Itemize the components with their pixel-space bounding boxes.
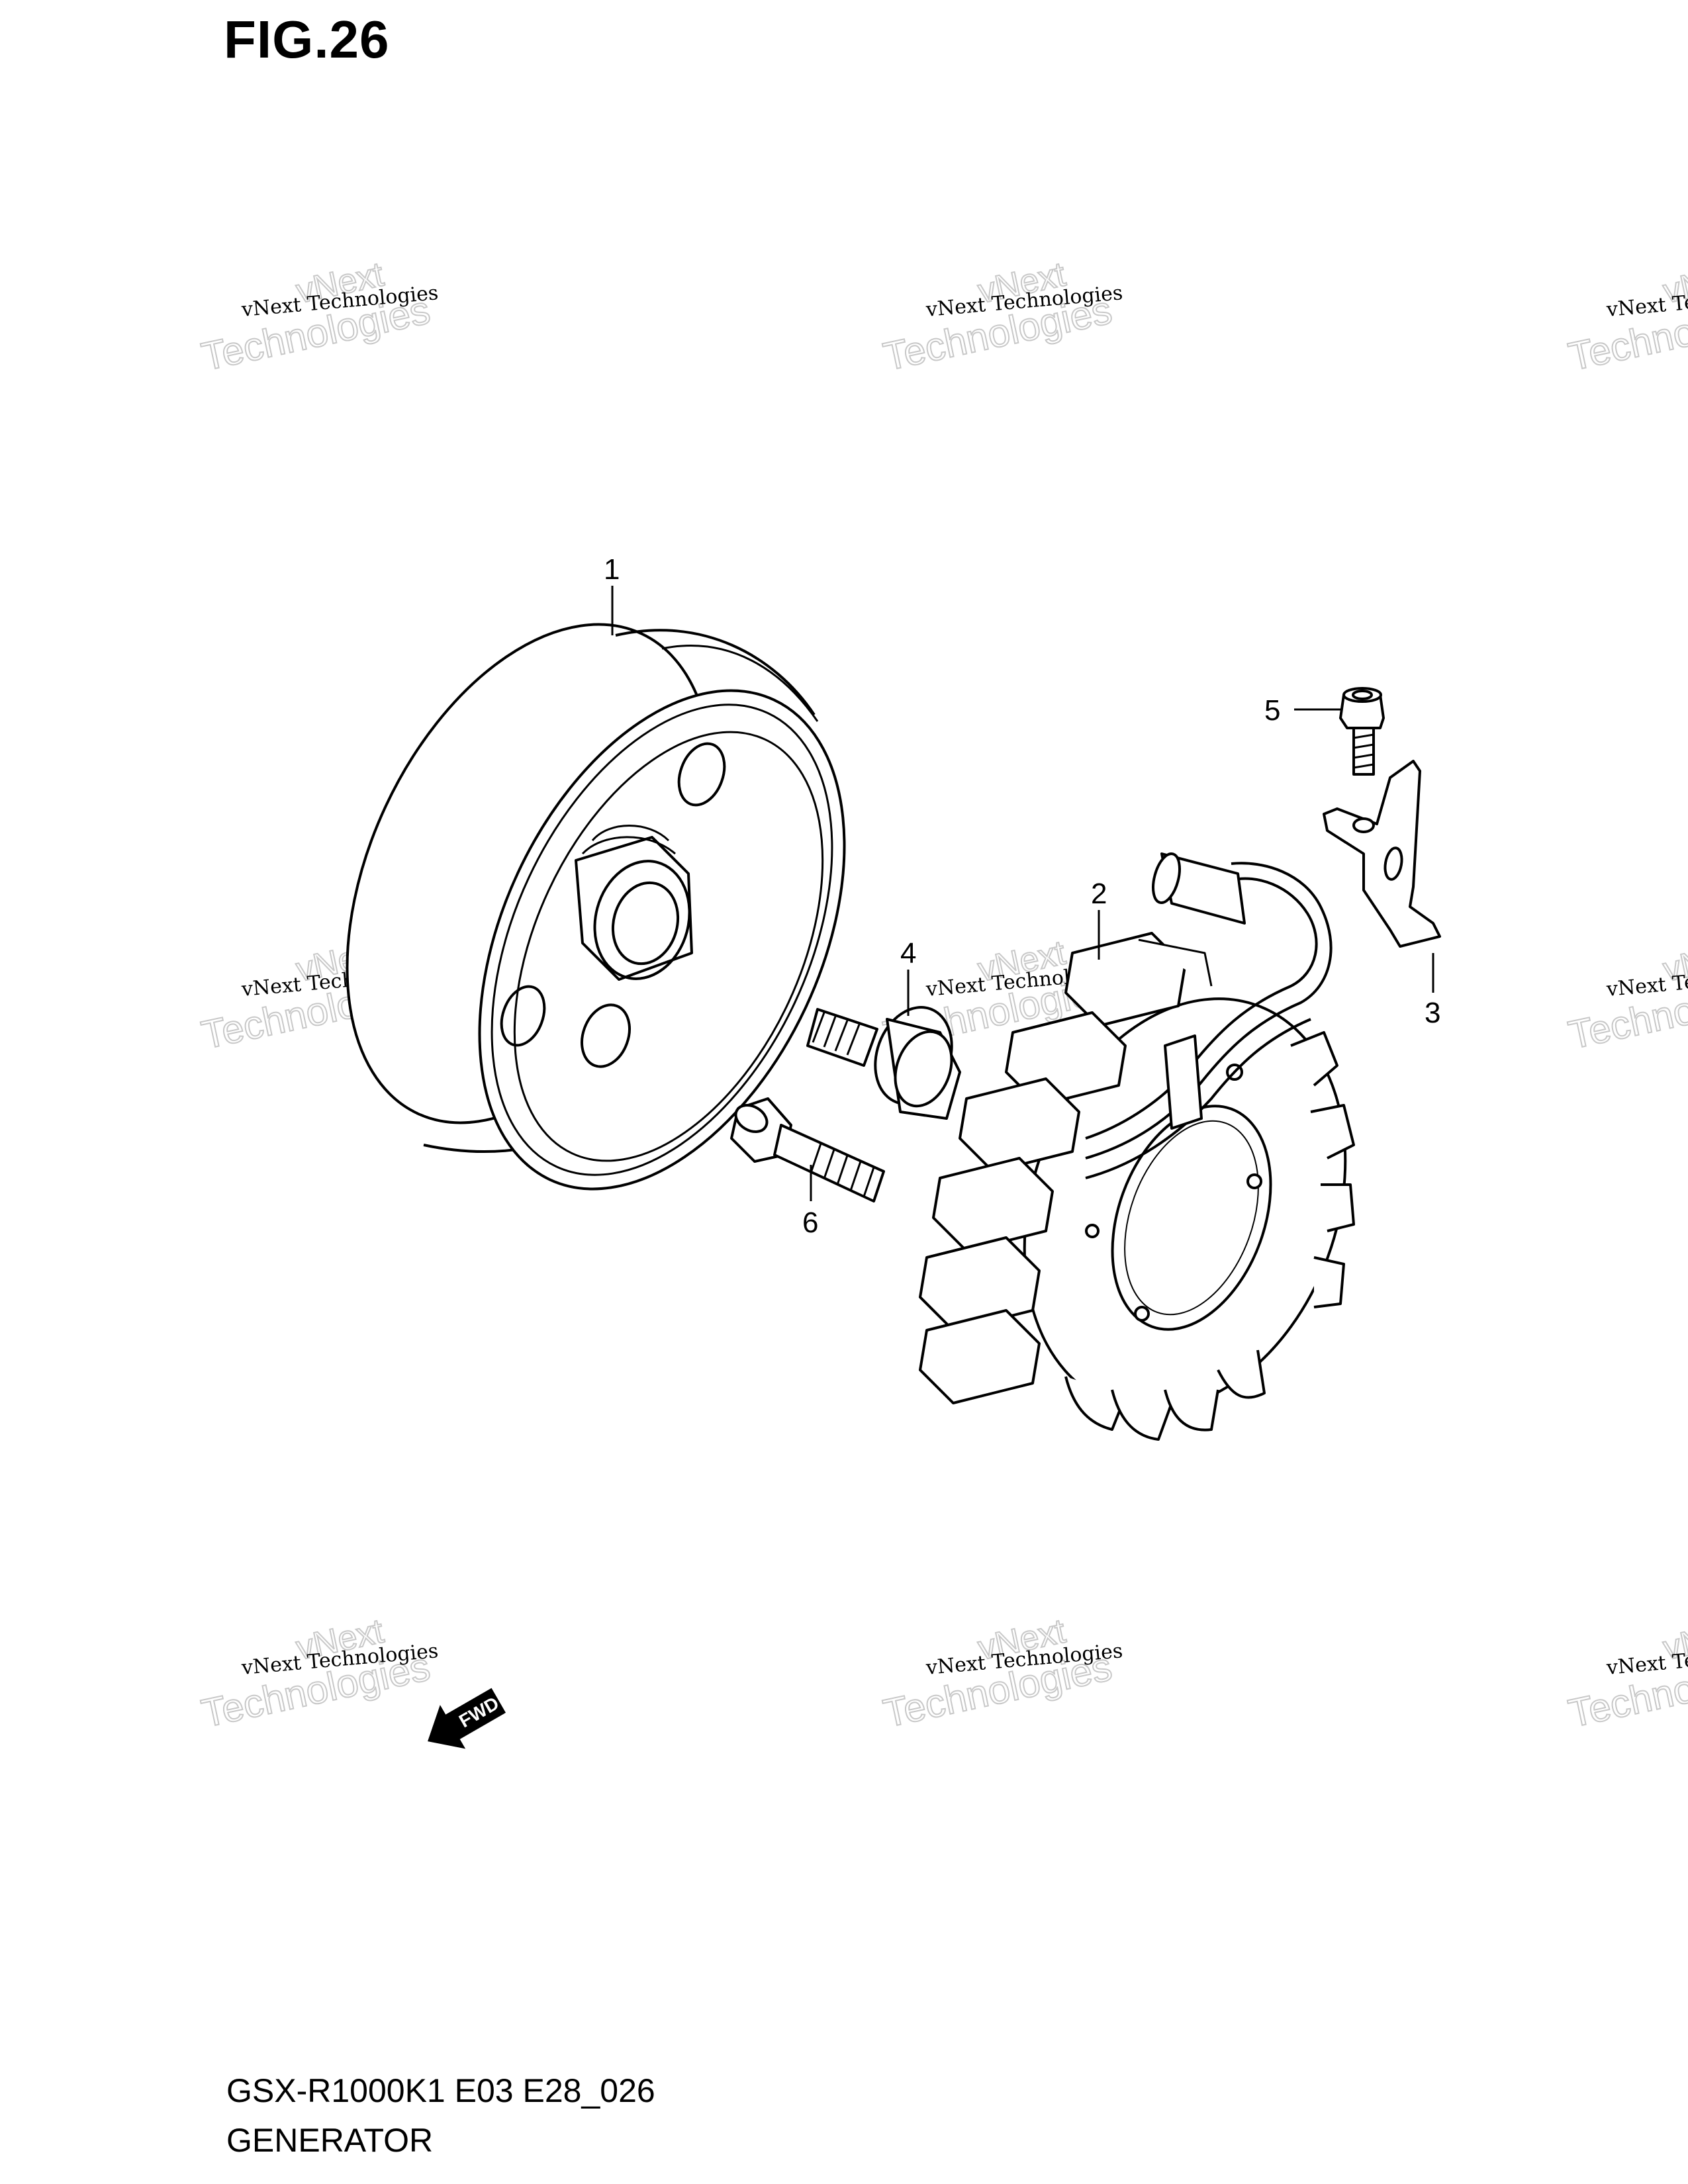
bracket-part (1323, 760, 1441, 948)
callout-5: 5 (1264, 694, 1280, 727)
callout-1: 1 (604, 553, 620, 586)
drawing-code: GSX-R1000K1 E03 E28_026 (226, 2072, 655, 2109)
screw-part (1339, 687, 1385, 776)
fwd-arrow-icon: FWD (428, 1688, 506, 1749)
callout-6: 6 (802, 1206, 818, 1239)
rotor-part (346, 623, 846, 1191)
stator-part (919, 852, 1355, 1441)
long-bolt-part (730, 1097, 885, 1203)
leader-lines (611, 586, 1434, 1201)
callout-3: 3 (1425, 997, 1440, 1029)
callout-2: 2 (1091, 878, 1107, 910)
figure-title: FIG.26 (224, 10, 390, 69)
callout-4: 4 (900, 937, 916, 970)
drawing-name: GENERATOR (226, 2122, 434, 2159)
stud-bolt-part (806, 1006, 961, 1120)
